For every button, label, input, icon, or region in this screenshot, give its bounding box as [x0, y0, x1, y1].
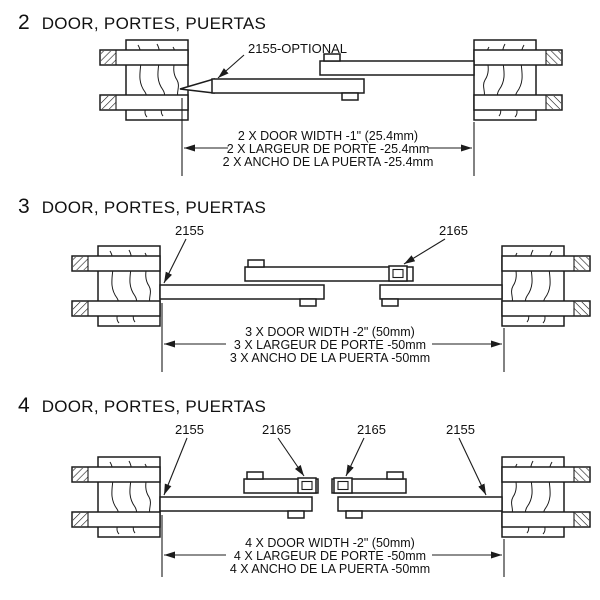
leader-arrow: [163, 238, 187, 284]
connector-bracket-2165: [388, 265, 408, 282]
part-label-2155-right: 2155: [446, 422, 475, 437]
section-number: 4: [18, 394, 30, 417]
connector-bracket-2165: [333, 477, 353, 494]
hanger-clip: [287, 510, 305, 519]
section-2-door: 2 DOOR, PORTES, PUERTAS 2155-OPTIONAL 2 X…: [12, 8, 600, 186]
dimension-text-fr: 2 X LARGEUR DE PORTE -25.4mm: [227, 142, 430, 156]
part-label-2155-left: 2155: [175, 422, 204, 437]
diagram-4-door: 2155 2165 2165 2155 4 X DOOR WIDTH -2" (…: [71, 422, 591, 577]
dimension-text-fr: 3 X LARGEUR DE PORTE -50mm: [234, 338, 426, 352]
section-4-door: 4 DOOR, PORTES, PUERTAS 2155 2165 2165 21…: [12, 391, 600, 591]
diagram-3-door: 2155 2165 3 X DOOR WIDTH -2" (50mm) 3 X …: [71, 223, 591, 372]
connector-bracket-inner: [392, 268, 404, 279]
diagram-2-door: 2155-OPTIONAL 2 X DOOR WIDTH -1" (25.4mm…: [99, 39, 563, 176]
section-number: 3: [18, 195, 30, 218]
section-number: 2: [18, 11, 30, 34]
left-post: [99, 39, 189, 121]
section-heading: 4 DOOR, PORTES, PUERTAS: [18, 391, 600, 419]
leader-arrow: [345, 437, 365, 477]
left-post: [71, 456, 161, 538]
section-title: DOOR, PORTES, PUERTAS: [41, 14, 267, 33]
leader-arrow: [403, 238, 446, 265]
left-track-rail: [159, 284, 325, 300]
section-heading: 2 DOOR, PORTES, PUERTAS: [18, 8, 600, 36]
dimension-text-en: 3 X DOOR WIDTH -2" (50mm): [245, 325, 415, 339]
dimension-text-es: 2 X ANCHO DE LA PUERTA -25.4mm: [223, 155, 434, 169]
section-heading: 3 DOOR, PORTES, PUERTAS: [18, 192, 600, 220]
left-track-rail: [159, 496, 313, 512]
leader-arrow: [277, 437, 305, 477]
right-track-rail: [379, 284, 503, 300]
hanger-clip: [345, 510, 363, 519]
hanger-clip: [246, 471, 264, 480]
hanger-clip: [381, 298, 399, 307]
hanger-clip: [323, 53, 341, 62]
lower-track-rail: [211, 78, 365, 94]
section-3-door: 3 DOOR, PORTES, PUERTAS 2155 2165 3 X DOO…: [12, 192, 600, 385]
dimension-text-fr: 4 X LARGEUR DE PORTE -50mm: [234, 549, 426, 563]
part-label-2155-optional: 2155-OPTIONAL: [248, 41, 347, 56]
part-label-2165-left: 2165: [262, 422, 291, 437]
dimension-text-es: 4 X ANCHO DE LA PUERTA -50mm: [230, 562, 430, 576]
connector-bracket-inner: [301, 480, 313, 491]
hanger-clip: [247, 259, 265, 268]
section-title: DOOR, PORTES, PUERTAS: [41, 198, 267, 217]
part-label-2165: 2165: [439, 223, 468, 238]
right-post: [501, 245, 591, 327]
hanger-clip: [341, 92, 359, 101]
part-label-2155: 2155: [175, 223, 204, 238]
middle-track-rail: [244, 266, 414, 282]
dimension-text-en: 2 X DOOR WIDTH -1" (25.4mm): [238, 129, 418, 143]
dimension-text-en: 4 X DOOR WIDTH -2" (50mm): [245, 536, 415, 550]
upper-track-rail: [319, 60, 475, 76]
connector-bracket-inner: [337, 480, 349, 491]
part-label-2165-right: 2165: [357, 422, 386, 437]
leader-arrow: [163, 437, 188, 496]
left-post: [71, 245, 161, 327]
leader-arrow: [217, 54, 245, 79]
right-post: [501, 456, 591, 538]
leader-arrow: [458, 437, 487, 496]
hanger-clip: [386, 471, 404, 480]
section-title: DOOR, PORTES, PUERTAS: [41, 397, 267, 416]
right-track-rail: [337, 496, 503, 512]
right-post: [473, 39, 563, 121]
dimension-text-es: 3 X ANCHO DE LA PUERTA -50mm: [230, 351, 430, 365]
hanger-clip: [299, 298, 317, 307]
connector-bracket-2165: [297, 477, 317, 494]
